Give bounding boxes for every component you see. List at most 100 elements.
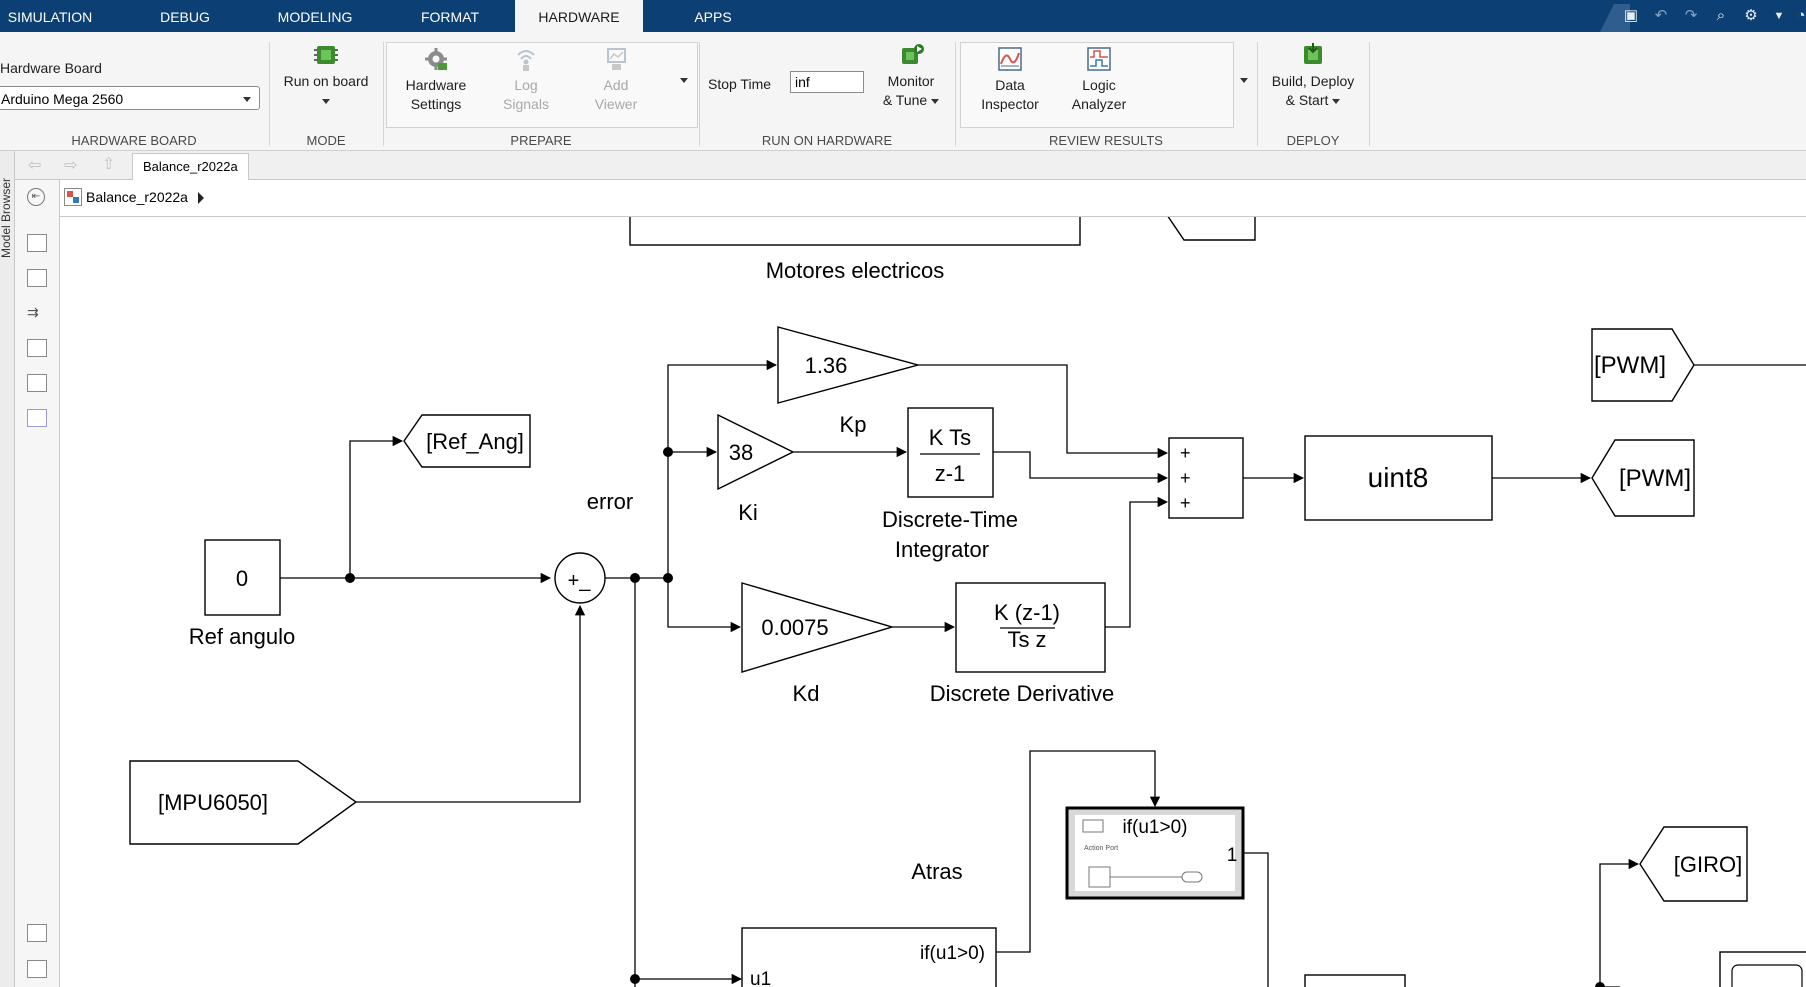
- constant-label: Ref angulo: [189, 624, 295, 649]
- if-action-subsystem[interactable]: if(u1>0) Action Port 1: [1065, 806, 1245, 900]
- hardware-board-select[interactable]: Arduino Mega 2560: [0, 86, 260, 110]
- search-icon[interactable]: ⌕: [1716, 7, 1726, 24]
- hardware-board-value: Arduino Mega 2560: [1, 91, 124, 107]
- from-mpu6050[interactable]: [MPU6050]: [129, 760, 358, 845]
- hardware-settings-label-2: Settings: [410, 96, 462, 112]
- integrator-denominator: z-1: [935, 461, 966, 486]
- constant-block[interactable]: 0 Ref angulo: [189, 539, 295, 649]
- tab-format[interactable]: FORMAT: [420, 9, 480, 25]
- model-canvas[interactable]: Motores electricos 0 Ref angulo [Ref_Ang…: [60, 217, 1806, 987]
- help-icon[interactable]: ◔: [1796, 7, 1806, 24]
- add-viewer-button[interactable]: Add Viewer: [574, 46, 658, 114]
- uint8-convert-block[interactable]: uint8: [1304, 435, 1493, 521]
- goto-block-partial[interactable]: [1165, 217, 1256, 241]
- action-port-label: Action Port: [1084, 845, 1118, 852]
- forward-arrow-icon[interactable]: ⇨: [64, 157, 78, 174]
- add-viewer-icon: [607, 48, 626, 70]
- block-diagram: Motores electricos 0 Ref angulo [Ref_Ang…: [129, 217, 1806, 987]
- camera-icon[interactable]: [27, 924, 47, 942]
- goto-pwm-tag: [PWM]: [1619, 465, 1691, 492]
- goto-giro[interactable]: [GIRO]: [1639, 826, 1748, 902]
- log-signals-label-2: Signals: [503, 96, 549, 112]
- goto-pwm[interactable]: [PWM]: [1591, 439, 1695, 517]
- logic-analyzer-label-2: Analyzer: [1071, 96, 1127, 112]
- gain-kd-block[interactable]: 0.0075 Kd: [741, 582, 895, 706]
- stop-time-input[interactable]: [790, 71, 864, 93]
- build-deploy-start-button[interactable]: Build, Deploy & Start: [1258, 42, 1368, 110]
- build-deploy-label: Build, Deploy: [1271, 73, 1355, 89]
- tab-hardware[interactable]: HARDWARE: [515, 0, 643, 32]
- data-inspector-button[interactable]: Data Inspector: [968, 46, 1052, 114]
- gain-ki-value: 38: [729, 440, 753, 465]
- sum3-block[interactable]: + + +: [1168, 437, 1244, 519]
- section-label: PREPARE: [510, 133, 572, 148]
- log-signals-button[interactable]: Log Signals: [484, 46, 568, 114]
- save-icon[interactable]: ▣: [1623, 7, 1639, 24]
- image-icon[interactable]: [27, 374, 47, 392]
- if-block[interactable]: if(u1>0) u1: [741, 927, 997, 987]
- settings-dropdown-icon[interactable]: ⚙: [1744, 7, 1758, 24]
- if-block-output: if(u1>0): [920, 943, 985, 964]
- section-divider: [269, 42, 270, 146]
- monitor-tune-button[interactable]: Monitor & Tune: [870, 42, 952, 110]
- breadcrumb-chevron-icon[interactable]: [198, 192, 204, 204]
- tab-modeling[interactable]: MODELING: [277, 9, 353, 25]
- if-block-input: u1: [750, 969, 771, 987]
- prepare-gallery-expand-icon[interactable]: [680, 78, 688, 83]
- stop-time-label: Stop Time: [708, 76, 772, 92]
- chevron-down-icon: [322, 98, 330, 104]
- discrete-integrator-block[interactable]: K Ts z-1 Discrete-Time Integrator: [882, 407, 1018, 562]
- model-browser-rail[interactable]: Model Browser: [0, 151, 15, 987]
- section-mode: Run on board MODE: [270, 32, 382, 150]
- hardware-settings-button[interactable]: Hardware Settings: [394, 46, 478, 114]
- partial-block[interactable]: [1304, 974, 1406, 987]
- tab-debug[interactable]: DEBUG: [160, 9, 210, 25]
- motores-subsystem[interactable]: Motores electricos: [629, 217, 1081, 283]
- run-on-board-button[interactable]: Run on board: [270, 42, 382, 110]
- monitor-tune-label-2: & Tune: [882, 92, 928, 108]
- arrange-icon[interactable]: ⇉: [27, 304, 39, 320]
- goto-ref-ang[interactable]: [Ref_Ang]: [403, 414, 531, 468]
- chevron-down-icon[interactable]: ▼: [1773, 10, 1785, 22]
- gain-136-block[interactable]: 1.36: [777, 326, 921, 404]
- run-on-board-label: Run on board: [283, 73, 369, 89]
- from-pwm[interactable]: [PWM]: [1591, 328, 1695, 402]
- sum3-sign: +: [1180, 493, 1191, 513]
- breadcrumb-item[interactable]: Balance_r2022a: [86, 189, 188, 205]
- hardware-board-label: Hardware Board: [0, 60, 102, 76]
- if-action-output: 1: [1227, 845, 1238, 866]
- section-divider: [699, 42, 700, 146]
- area-icon[interactable]: [27, 409, 47, 427]
- quick-access-bg-icon: [1600, 4, 1630, 32]
- build-deploy-icon: [1304, 43, 1322, 64]
- section-prepare: Hardware Settings Log Signals Add Viewer…: [384, 32, 698, 150]
- kd-label: Kd: [793, 681, 820, 706]
- back-arrow-icon[interactable]: ⇦: [28, 157, 42, 174]
- scope-screen: [1731, 964, 1803, 987]
- model-tab[interactable]: Balance_r2022a: [132, 153, 249, 180]
- review-gallery-expand-icon[interactable]: [1240, 78, 1248, 83]
- fit-to-view-icon[interactable]: [27, 269, 47, 287]
- zoom-in-icon[interactable]: [27, 234, 47, 252]
- logic-analyzer-button[interactable]: Logic Analyzer: [1052, 46, 1146, 114]
- section-divider: [1257, 42, 1258, 146]
- tab-apps[interactable]: APPS: [694, 9, 732, 25]
- constant-value: 0: [236, 566, 248, 591]
- section-run-on-hardware: Stop Time Monitor & Tune RUN ON HARDWARE: [700, 32, 954, 150]
- monitor-chip-icon: [902, 44, 924, 64]
- tab-simulation[interactable]: SIMULATION: [7, 9, 93, 25]
- hide-explorer-icon[interactable]: ⇤: [27, 188, 45, 206]
- motores-label: Motores electricos: [766, 258, 945, 283]
- sum-block[interactable]: +_: [554, 552, 606, 604]
- up-arrow-icon[interactable]: ⇧: [102, 156, 116, 173]
- breadcrumb: Balance_r2022a: [60, 180, 1806, 217]
- discrete-derivative-block[interactable]: K (z-1) Ts z Discrete Derivative: [930, 582, 1115, 706]
- undo-icon[interactable]: ↶: [1654, 7, 1668, 24]
- gain-ki-block[interactable]: 38 Ki: [717, 413, 795, 525]
- logic-analyzer-label: Logic: [1082, 77, 1116, 93]
- section-label: REVIEW RESULTS: [1049, 133, 1163, 148]
- property-inspector-icon[interactable]: [27, 960, 47, 978]
- redo-icon[interactable]: ↷: [1684, 7, 1698, 24]
- annotation-icon[interactable]: [27, 339, 47, 357]
- section-hardware-board: Hardware Board Arduino Mega 2560 HARDWAR…: [0, 32, 268, 150]
